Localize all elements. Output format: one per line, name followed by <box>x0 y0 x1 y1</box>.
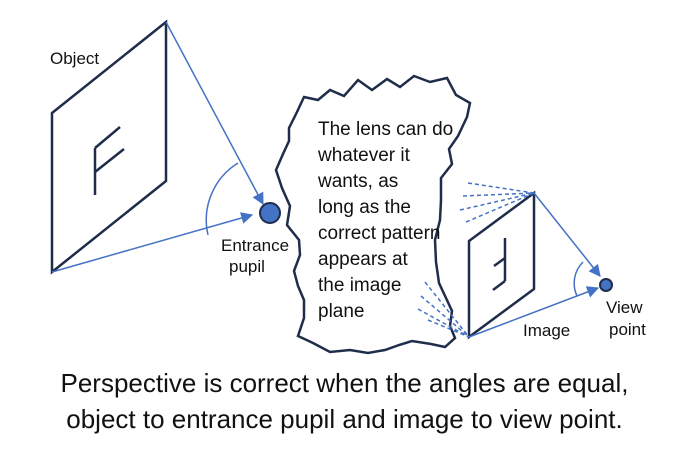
image-letter-f <box>492 238 507 291</box>
image-label: Image <box>523 321 570 340</box>
caption-line-2: object to entrance pupil and image to vi… <box>66 404 623 434</box>
image-ray-top <box>533 192 601 277</box>
entrance-pupil-label-line2: pupil <box>229 257 265 276</box>
view-point-label-line1: View <box>606 298 643 317</box>
entrance-pupil-label-line1: Entrance <box>221 236 289 255</box>
lens-note-line: correct pattern <box>318 223 441 244</box>
lens-note: The lens can do whatever it wants, as lo… <box>317 119 453 322</box>
lens-note-line: wants, as <box>317 171 398 192</box>
object-ray-top <box>165 21 264 206</box>
view-point-dot <box>599 278 613 292</box>
view-angle-arc <box>573 261 584 297</box>
entrance-pupil-dot <box>259 202 281 224</box>
object-label: Object <box>50 49 99 68</box>
object-ray-bottom <box>51 212 254 273</box>
lens-note-line: the image <box>318 275 401 296</box>
image-dashed-rays <box>417 182 535 338</box>
lens-note-line: appears at <box>318 249 409 270</box>
lens-note-line: plane <box>318 301 365 322</box>
lens-blob <box>274 74 472 355</box>
lens-note-line: The lens can do <box>318 119 453 140</box>
lens-note-line: whatever it <box>317 145 411 166</box>
view-point-label-line2: point <box>609 320 646 339</box>
lens-note-line: long as the <box>318 197 411 218</box>
caption-line-1: Perspective is correct when the angles a… <box>60 368 629 398</box>
entrance-angle-arc <box>205 162 239 236</box>
object-letter-f <box>93 126 125 195</box>
